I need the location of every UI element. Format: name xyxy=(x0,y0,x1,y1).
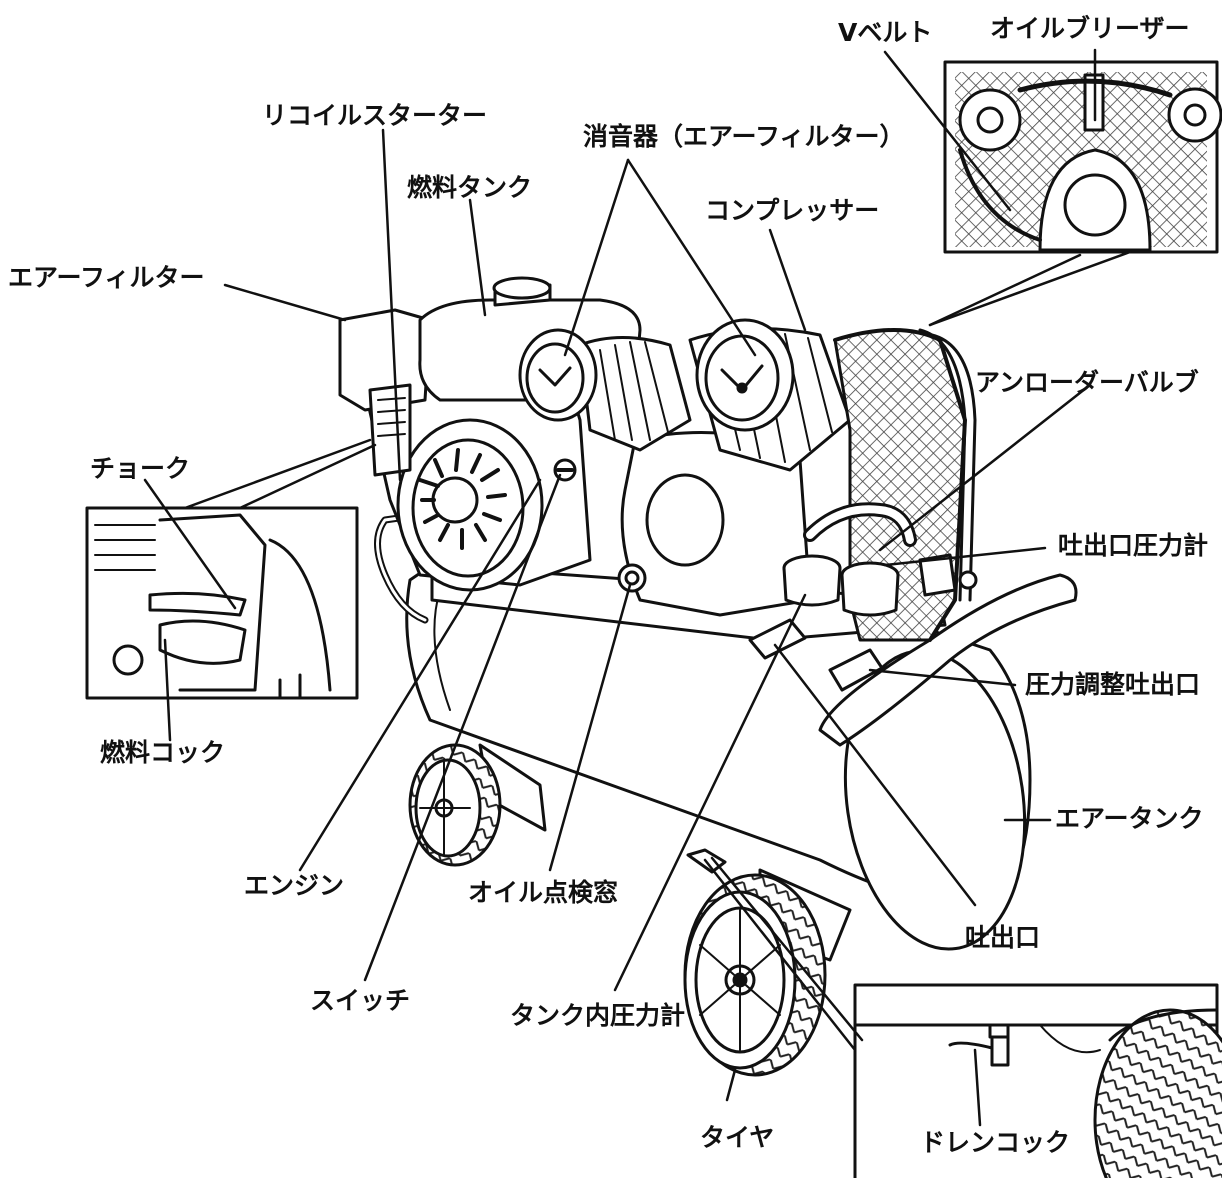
compressor xyxy=(518,318,852,617)
label-engine: エンジン xyxy=(244,871,345,900)
rear-wheel xyxy=(408,743,547,867)
tank-pressure-gauge xyxy=(782,554,842,607)
label-drain-cock: ドレンコック xyxy=(920,1128,1071,1157)
label-oil-window: オイル点検窓 xyxy=(468,878,619,907)
label-outlet-gauge: 吐出口圧力計 xyxy=(1058,531,1209,560)
leader-lines xyxy=(143,48,1132,1127)
label-unloader-valve: アンローダーバルブ xyxy=(975,368,1199,397)
label-choke: チョーク xyxy=(90,454,191,483)
label-compressor: コンプレッサー xyxy=(705,196,880,225)
label-v-belt: Vベルト xyxy=(838,18,933,47)
label-muffler: 消音器（エアーフィルター） xyxy=(583,122,905,151)
label-air-tank: エアータンク xyxy=(1055,804,1204,833)
outlet-coupler xyxy=(748,618,807,660)
label-air-filter: エアーフィルター xyxy=(8,263,205,292)
outlet-pressure-gauge xyxy=(840,561,900,617)
air-tank xyxy=(405,563,1032,951)
label-switch: スイッチ xyxy=(310,986,411,1015)
regulated-outlet-coupler xyxy=(828,648,884,692)
inset-left xyxy=(85,506,359,700)
label-oil-breather: オイルブリーザー xyxy=(990,14,1190,43)
tank-handle xyxy=(818,573,1078,747)
label-fuel-tank: 燃料タンク xyxy=(407,173,533,202)
label-outlet: 吐出口 xyxy=(965,923,1041,952)
unloader-valve-part xyxy=(918,553,957,597)
label-tank-gauge: タンク内圧力計 xyxy=(510,1001,686,1030)
label-tire: タイヤ xyxy=(700,1123,775,1152)
inset-bottom-right xyxy=(853,983,1222,1178)
label-recoil-starter: リコイルスターター xyxy=(262,101,488,130)
front-wheel xyxy=(683,868,852,1077)
label-fuel-cock: 燃料コック xyxy=(100,738,226,767)
label-regulated-outlet: 圧力調整吐出口 xyxy=(1025,670,1201,699)
engine xyxy=(363,353,592,592)
inset-top-right xyxy=(943,60,1222,254)
